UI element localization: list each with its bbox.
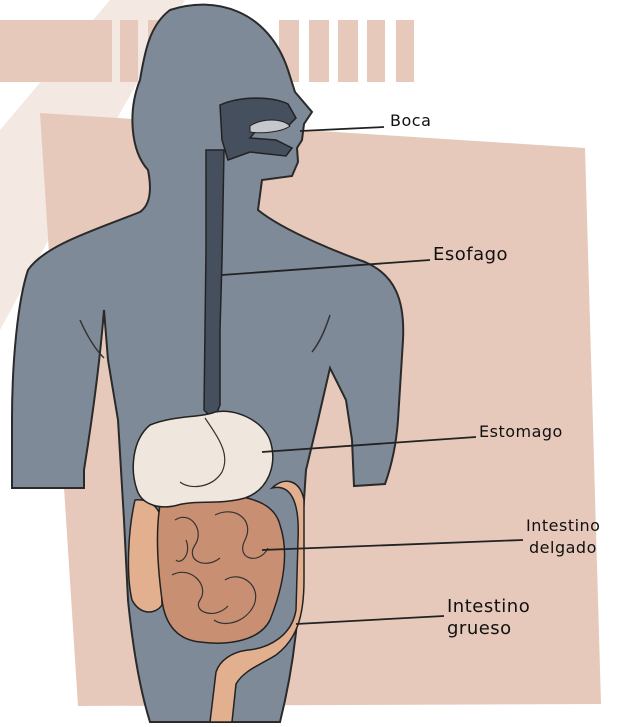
label-intestino-delgado-line-2: delgado [529,540,597,557]
label-intestino-delgado-line-1: Intestino [526,518,600,535]
label-intestino-grueso-line-1: Intestino [447,598,530,617]
label-boca: Boca [390,113,431,130]
leader-line-boca [300,127,384,131]
label-intestino-grueso-line-2: grueso [447,620,512,639]
small-intestine [157,491,284,643]
stomach [133,411,272,507]
label-estomago: Estomago [479,424,563,441]
label-esofago: Esofago [433,246,508,265]
